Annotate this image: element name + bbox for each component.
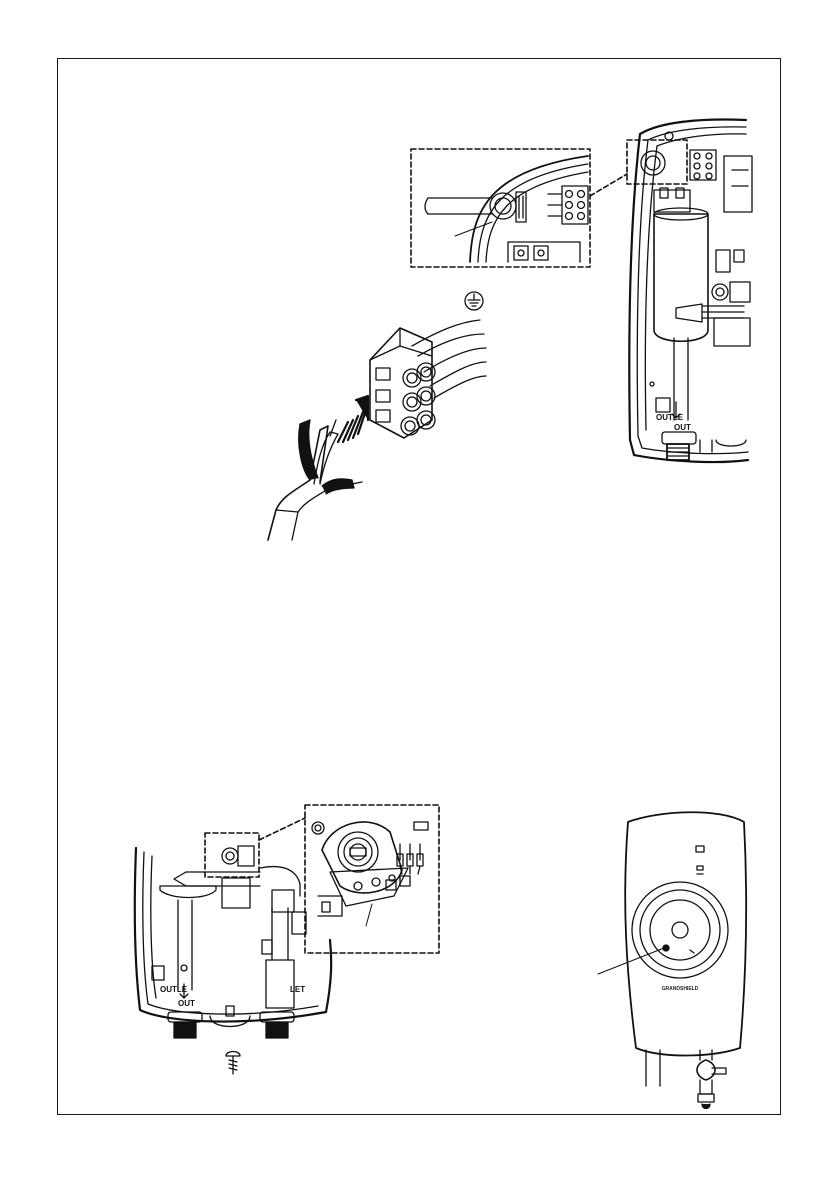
screw-icon [226,1052,240,1075]
out-label-bottom: OUT [178,999,195,1008]
earth-ground-icon [465,292,483,310]
inlet-label-bottom: LET [290,985,305,994]
terminal-zoom-box [411,149,590,267]
heater-front-view: GRANDSHIELD [598,812,746,1108]
thermostat-zoom-box [305,805,439,953]
zoom-leader-top [590,174,627,196]
insert-arrow [338,396,368,442]
heater-interior-bottom: OUTLE OUT LET [135,833,331,1074]
cable-terminal-illustration [268,292,486,540]
out-label-top: OUT [674,423,691,432]
outlet-label-bottom: OUTLE [160,985,188,994]
heater-interior-top: OUTLE OUT [627,120,752,463]
outlet-label-top: OUTLE [656,413,684,422]
brand-name: GRANDSHIELD [662,986,699,992]
zoom-leader-bottom [259,818,305,840]
